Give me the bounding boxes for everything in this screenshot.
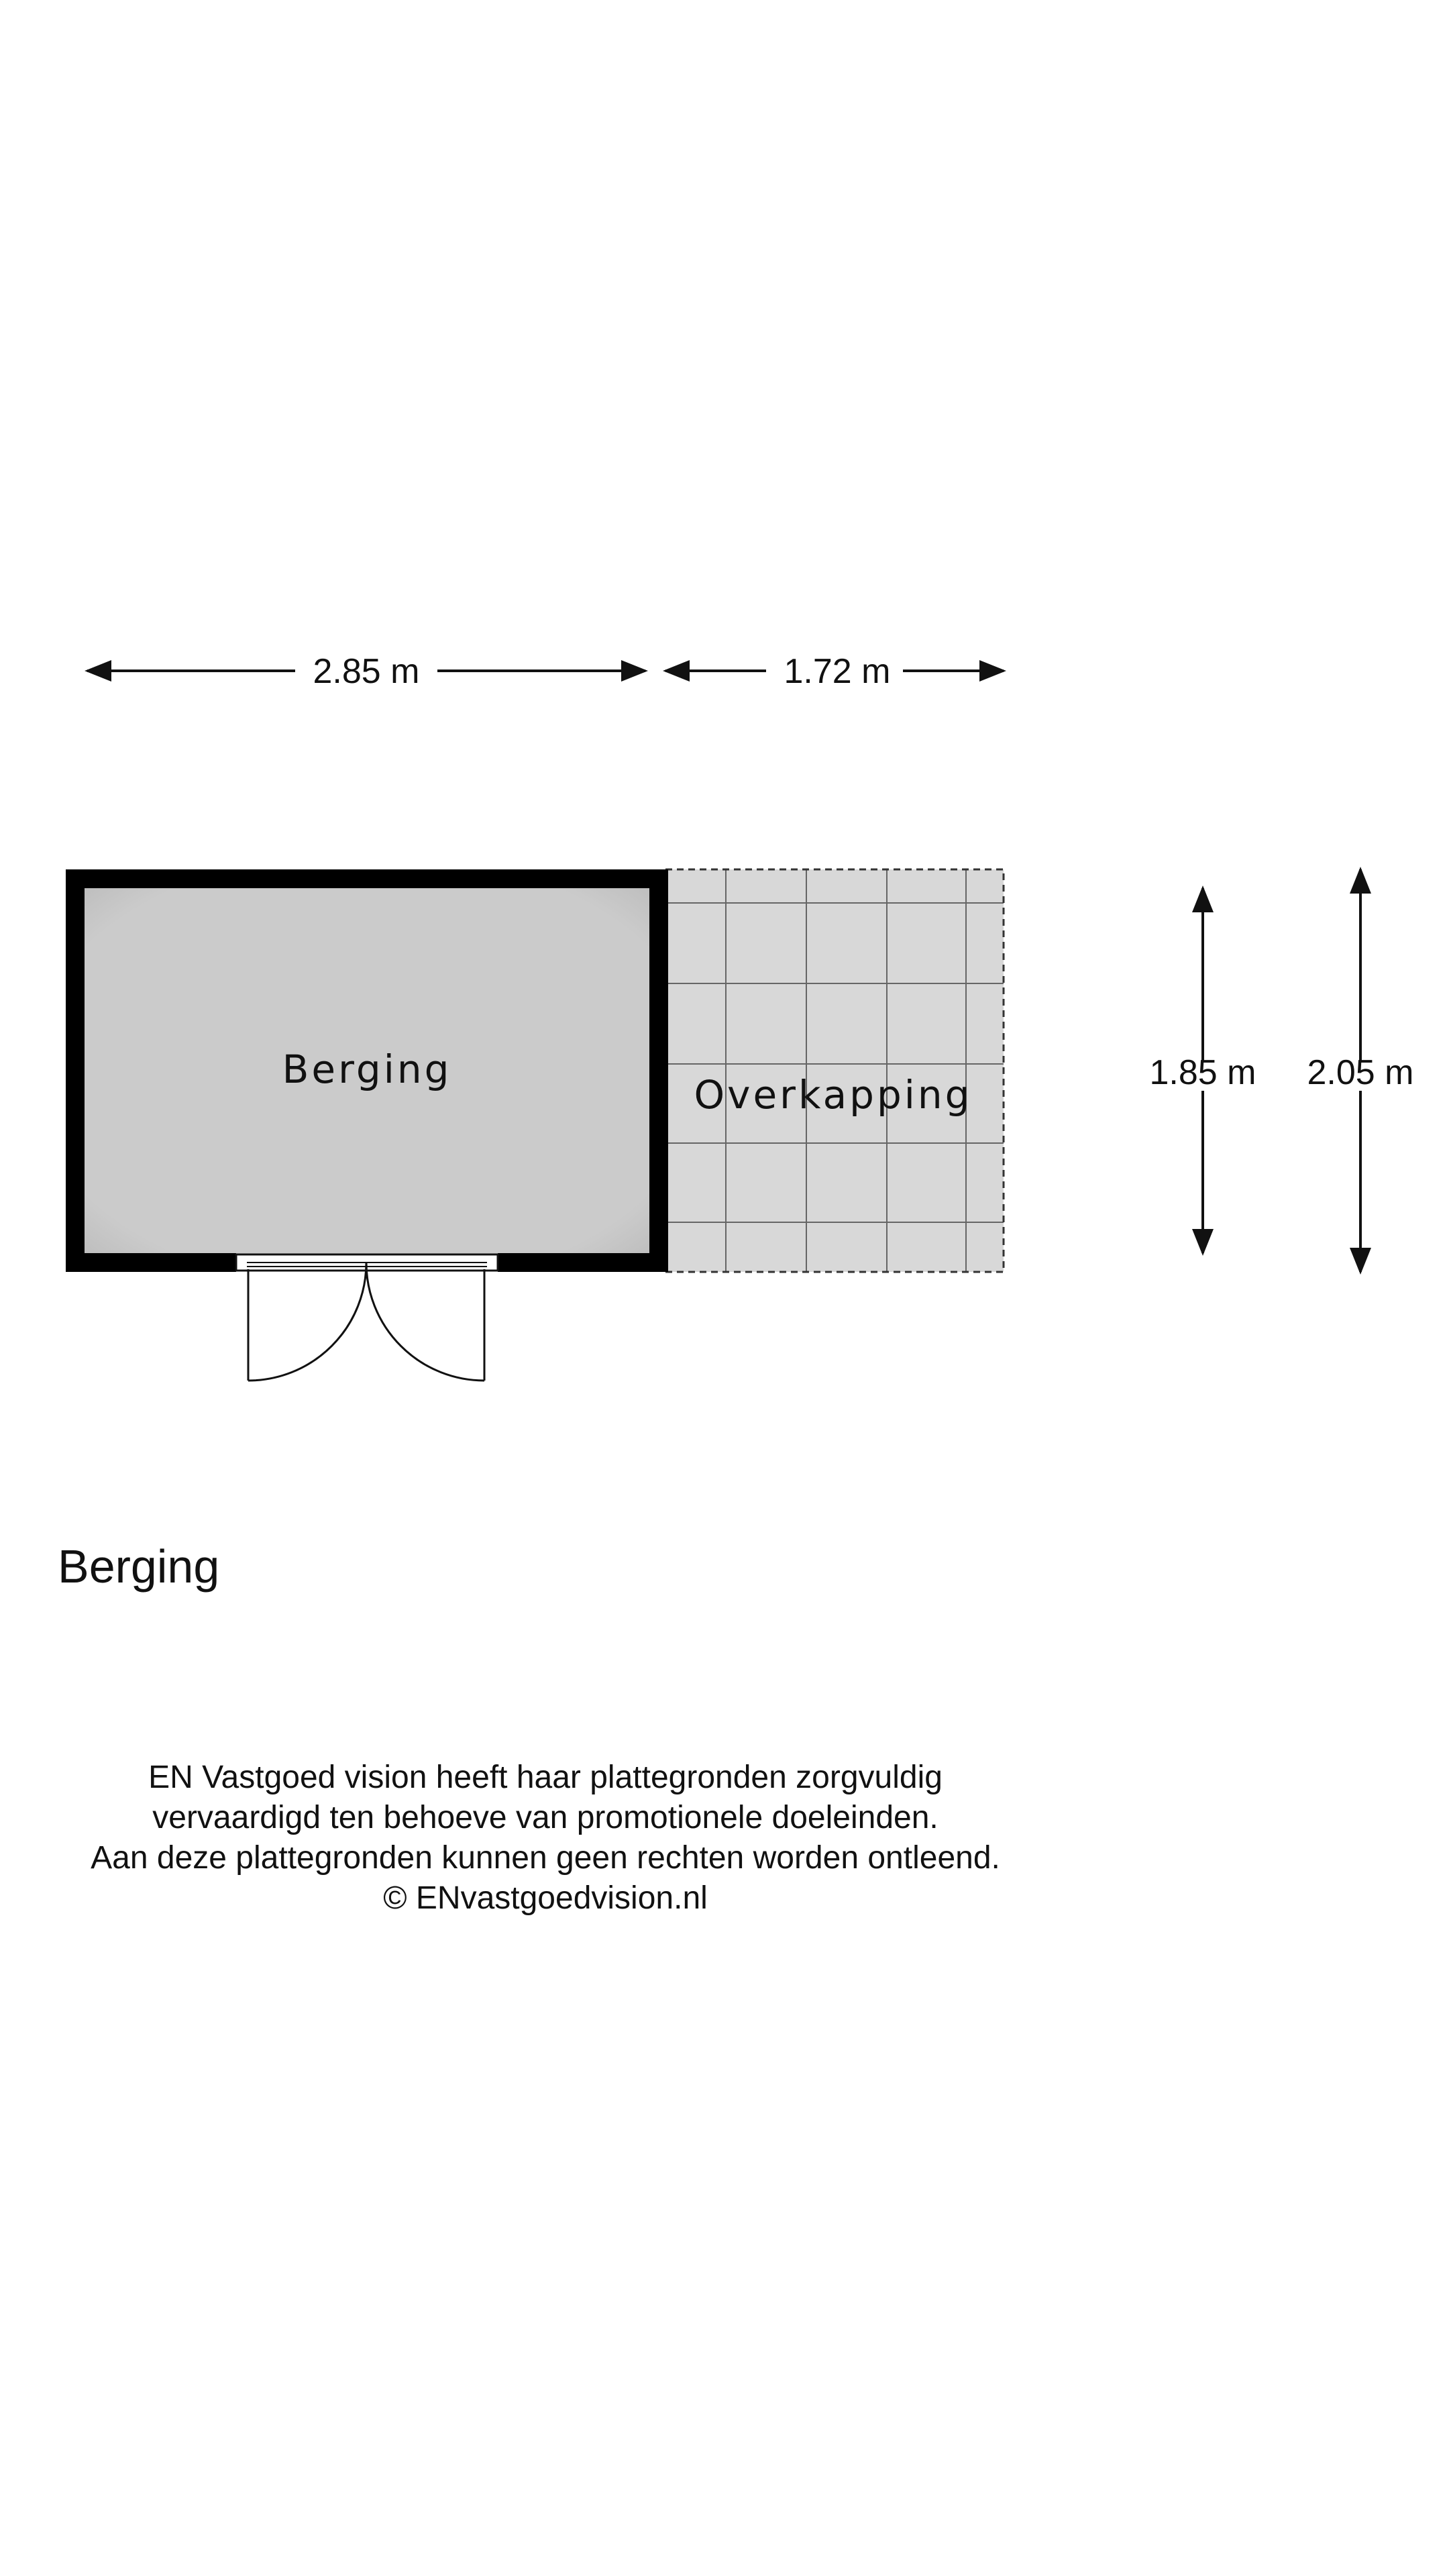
room-berging: Berging	[66, 869, 668, 1272]
dimension-label: 1.85 m	[1150, 1053, 1256, 1092]
dimension-inner-height: 1.85 m	[1150, 885, 1256, 1256]
dimension-label: 1.72 m	[784, 652, 891, 691]
tile-grid	[665, 869, 1004, 1272]
room-overkapping: Overkapping	[664, 868, 1005, 1273]
dimension-berging-width: 2.85 m	[85, 652, 648, 691]
dimension-label: 2.05 m	[1307, 1053, 1414, 1092]
copyright-line: © ENvastgoedvision.nl	[383, 1880, 708, 1916]
disclaimer-line: Aan deze plattegronden kunnen geen recht…	[91, 1840, 1000, 1876]
dimension-label: 2.85 m	[313, 652, 420, 691]
dimension-overkapping-width: 1.72 m	[663, 652, 1006, 691]
walls	[66, 869, 668, 1272]
disclaimer-line: vervaardigd ten behoeve van promotionele…	[152, 1800, 938, 1835]
room-label-berging: Berging	[282, 1046, 452, 1092]
dimension-outer-height: 2.05 m	[1307, 867, 1414, 1275]
disclaimer: EN Vastgoed vision heeft haar plattegron…	[0, 1758, 1091, 1919]
disclaimer-line: EN Vastgoed vision heeft haar plattegron…	[148, 1760, 943, 1795]
room-label-overkapping: Overkapping	[694, 1072, 973, 1118]
floor-title: Berging	[58, 1540, 220, 1593]
double-door	[235, 1253, 499, 1382]
